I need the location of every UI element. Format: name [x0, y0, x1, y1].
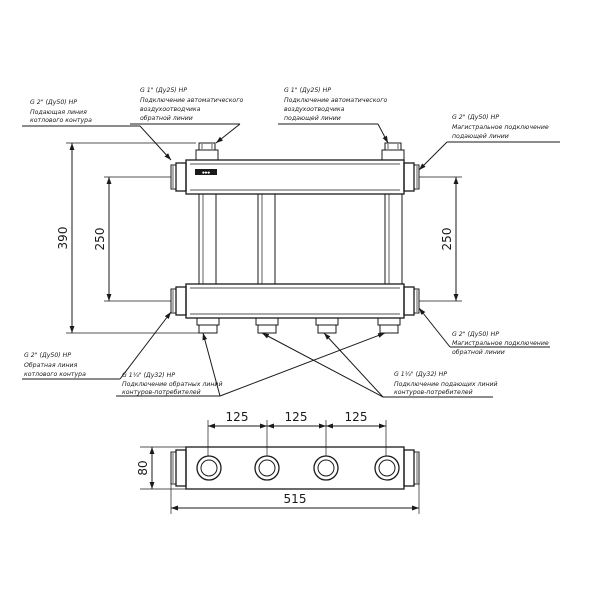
front-view: ◆◆◆ [22, 87, 560, 398]
dimension-80: 80 [136, 446, 186, 490]
svg-text:G 1¼" (Ду32) НР: G 1¼" (Ду32) НР [394, 371, 447, 378]
svg-text:G 1" (Ду25) НР: G 1" (Ду25) НР [284, 87, 331, 94]
svg-text:G 2" (Ду50) НР: G 2" (Ду50) НР [24, 352, 71, 359]
svg-text:Подключение автоматического: Подключение автоматического [284, 97, 387, 104]
callout-consumer-supply: G 1¼" (Ду32) НР Подключение подающих лин… [261, 332, 498, 398]
callout-consumer-return: G 1¼" (Ду32) НР Подключение обратных лин… [116, 332, 386, 397]
svg-text:Подающая линия: Подающая линия [30, 109, 87, 116]
svg-text:контуров-потребителей: контуров-потребителей [122, 388, 201, 396]
dimension-125-a-label: 125 [226, 410, 249, 424]
svg-text:◆◆◆: ◆◆◆ [202, 171, 210, 175]
svg-text:Подключение автоматического: Подключение автоматического [140, 97, 243, 104]
dimension-250-left-label: 250 [93, 228, 107, 251]
svg-text:воздухоотводчика: воздухоотводчика [140, 106, 201, 113]
svg-text:G 1" (Ду25) НР: G 1" (Ду25) НР [140, 87, 187, 94]
dimension-515: 515 [170, 484, 420, 514]
svg-text:G 2" (Ду50) НР: G 2" (Ду50) НР [30, 99, 77, 106]
svg-text:воздухоотводчика: воздухоотводчика [284, 106, 345, 113]
connecting-tubes [198, 193, 403, 285]
dimension-125-c-label: 125 [345, 410, 368, 424]
svg-text:обратной линии: обратной линии [140, 114, 193, 122]
callout-air-vent-supply: G 1" (Ду25) НР Подключение автоматическо… [278, 87, 389, 144]
top-view-ports [196, 455, 400, 481]
dimension-125-row: 125 125 125 [207, 410, 387, 456]
svg-text:Магистральное подключение: Магистральное подключение [452, 340, 549, 347]
upper-header-pipe [170, 159, 420, 195]
svg-text:Подключение подающих линий: Подключение подающих линий [394, 381, 498, 388]
dimension-250-right-label: 250 [440, 228, 454, 251]
svg-text:котлового контура: котлового контура [30, 117, 92, 124]
dimension-250-left: 250 [93, 176, 171, 302]
manufacturer-logo: ◆◆◆ [195, 169, 217, 175]
svg-text:G 1¼" (Ду32) НР: G 1¼" (Ду32) НР [122, 372, 175, 379]
svg-text:G 2" (Ду50) НР: G 2" (Ду50) НР [452, 331, 499, 338]
dimension-515-label: 515 [284, 492, 307, 506]
air-vent-port-left [195, 142, 219, 161]
dimension-125-b-label: 125 [285, 410, 308, 424]
svg-text:Магистральное подключение: Магистральное подключение [452, 124, 549, 131]
dimension-390-label: 390 [56, 227, 70, 250]
callout-supply-boiler: G 2" (Ду50) НР Подающая линия котлового … [22, 99, 172, 161]
svg-text:G 2" (Ду50) НР: G 2" (Ду50) НР [452, 114, 499, 121]
callout-main-return: G 2" (Ду50) НР Магистральное подключение… [418, 307, 550, 356]
callout-air-vent-return: G 1" (Ду25) НР Подключение автоматическо… [130, 87, 243, 144]
svg-text:контуров-потребителей: контуров-потребителей [394, 388, 473, 396]
svg-text:подающей линии: подающей линии [452, 133, 509, 140]
consumer-ports [196, 317, 401, 334]
svg-text:Обратная линия: Обратная линия [24, 361, 78, 369]
top-view: 125 125 125 80 515 [136, 410, 420, 514]
dimension-250-right: 250 [419, 176, 462, 302]
lower-header-pipe [170, 283, 420, 319]
dimension-390: 390 [56, 142, 200, 334]
air-vent-port-right [381, 142, 405, 161]
svg-text:котлового контура: котлового контура [24, 371, 86, 378]
callout-return-boiler: G 2" (Ду50) НР Обратная линия котлового … [22, 311, 172, 380]
svg-text:подающей линии: подающей линии [284, 115, 341, 122]
svg-text:Подключение обратных линий: Подключение обратных линий [122, 380, 222, 388]
callout-main-supply: G 2" (Ду50) НР Магистральное подключение… [418, 114, 560, 171]
svg-text:обратной линии: обратной линии [452, 348, 505, 356]
dimension-80-label: 80 [136, 460, 150, 475]
